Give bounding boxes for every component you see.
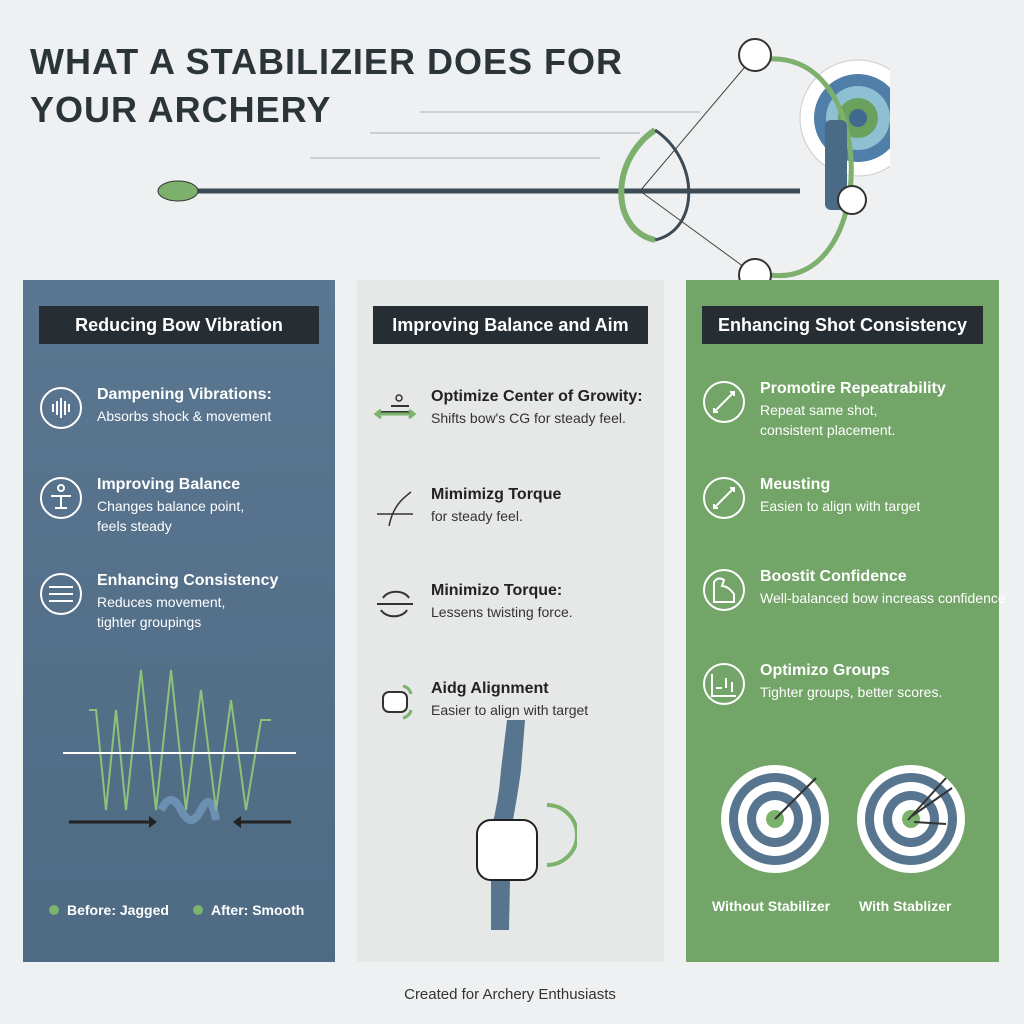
panel-header: Improving Balance and Aim <box>373 306 648 344</box>
item-title: Meusting <box>760 476 831 493</box>
chart-icon <box>703 663 745 705</box>
balance-icon <box>40 477 82 519</box>
panel-balance-aim: Improving Balance and Aim Optimize Cente… <box>357 280 664 962</box>
item-title: Optimizo Groups <box>760 662 890 679</box>
panel-reducing-vibration: Reducing Bow Vibration Dampening Vibrati… <box>23 280 335 962</box>
list-item: Dampening Vibrations: Absorbs shock & mov… <box>39 386 335 430</box>
item-title: Dampening Vibrations: <box>97 386 272 403</box>
item-text: Shifts bow's CG for steady feel. <box>431 410 626 426</box>
sound-wave-icon <box>40 387 82 429</box>
caption-with: With Stablizer <box>859 898 952 914</box>
item-text: Well-balanced bow increass confidence <box>760 590 1006 606</box>
item-text: Tighter groups, better scores. <box>760 684 943 700</box>
list-item: Optimize Center of Growity: Shifts bow's … <box>373 388 664 432</box>
item-title: Optimize Center of Growity: <box>431 388 643 405</box>
item-text: for steady feel. <box>431 508 523 524</box>
item-title: Mimimizg Torque <box>431 486 562 503</box>
list-item: Mimimizg Torque for steady feel. <box>373 486 664 530</box>
hand-grip-icon <box>382 684 413 720</box>
item-title: Promotire Repeatrability <box>760 380 946 397</box>
caption-without: Without Stabilizer <box>712 898 831 914</box>
item-text: Repeat same shot, consistent placement. <box>760 402 896 438</box>
item-title: Improving Balance <box>97 476 241 493</box>
legend-dot <box>193 905 203 915</box>
bow-stabilizer-illustration <box>157 38 890 290</box>
center-of-gravity-icon <box>373 394 417 420</box>
item-text: Easien to align with target <box>760 498 921 514</box>
muscle-icon <box>703 569 745 611</box>
panel-header: Enhancing Shot Consistency <box>702 306 983 344</box>
vibration-waveform <box>63 669 296 828</box>
item-text: Changes balance point, feels steady <box>97 498 245 534</box>
target-without-stabilizer <box>721 765 829 873</box>
arrow-icon <box>703 381 745 423</box>
item-title: Enhancing Consistency <box>97 572 279 589</box>
arrow-curve-icon <box>377 491 413 527</box>
legend-after: After: Smooth <box>193 902 304 918</box>
item-text: Lessens twisting force. <box>431 604 573 620</box>
hand-grip-illustration <box>476 720 577 930</box>
item-title: Minimizo Torque: <box>431 582 563 599</box>
footer-text: Created for Archery Enthusiasts <box>404 986 616 1003</box>
list-item: Minimizo Torque: Lessens twisting force. <box>373 582 664 626</box>
page-title: WHAT A STABILIZIER DOES FOR YOUR ARCHERY <box>30 41 623 130</box>
arrows-icon <box>40 573 82 615</box>
item-text: Absorbs shock & movement <box>97 408 272 424</box>
item-text: Reduces movement, tighter groupings <box>97 594 226 630</box>
panel-header: Reducing Bow Vibration <box>39 306 319 344</box>
legend-before: Before: Jagged <box>49 902 169 918</box>
legend-dot <box>49 905 59 915</box>
arrow-icon <box>703 477 745 519</box>
target-with-stabilizer <box>857 765 965 873</box>
item-text: Easier to align with target <box>431 702 589 718</box>
item-title: Boostit Confidence <box>760 568 907 585</box>
item-title: Aidg Alignment <box>431 680 549 697</box>
panel-shot-consistency: Enhancing Shot Consistency Promotire Rep… <box>686 280 1006 962</box>
rotate-icon <box>377 590 413 618</box>
